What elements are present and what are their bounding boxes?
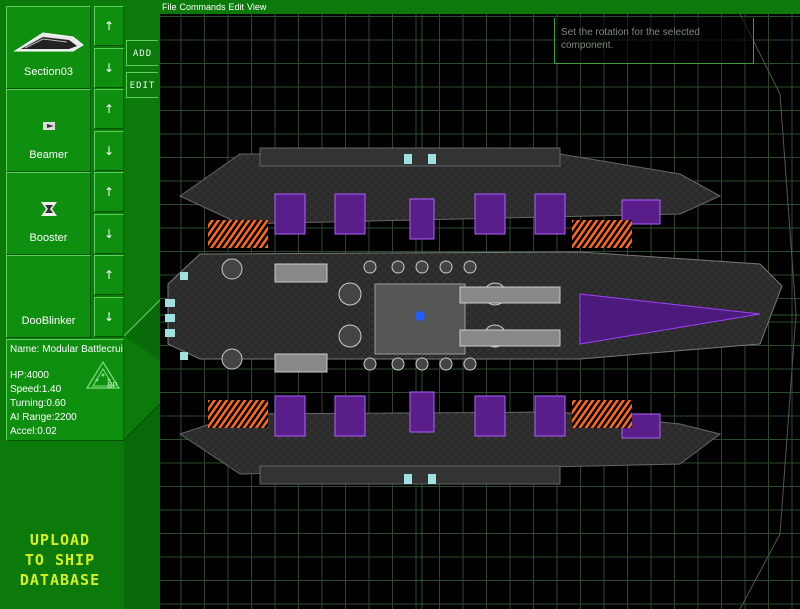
component-booster-button[interactable]: Booster: [6, 172, 91, 255]
stat-speed: Speed:1.40: [10, 384, 62, 395]
blinker-icon: [7, 274, 90, 310]
upload-line-1: UPLOAD: [29, 531, 91, 549]
tab-add[interactable]: ADD: [126, 40, 158, 66]
move-down-button[interactable]: ↓: [94, 297, 124, 337]
component-label: Section03: [24, 66, 73, 78]
hull-section-icon: [7, 25, 90, 61]
sensor-pods: [165, 154, 436, 484]
ship-editor-canvas[interactable]: Set the rotation for the selected compon…: [160, 14, 800, 609]
tab-edit[interactable]: EDIT: [126, 72, 158, 98]
blueprint-badge-icon: BP: [83, 360, 123, 390]
ship-stats-panel: Name: Modular Battlecruiser Mk HP:4000 S…: [6, 339, 124, 441]
component-item: Booster ↑ ↓: [6, 172, 124, 255]
upload-line-3: DATABASE: [19, 571, 101, 589]
move-down-button[interactable]: ↓: [94, 131, 124, 171]
component-item: Section03 ↑ ↓: [6, 6, 124, 89]
component-beamer-button[interactable]: Beamer: [6, 89, 91, 172]
component-label: Beamer: [29, 149, 68, 161]
menu-file[interactable]: File: [162, 2, 177, 12]
stat-accel: Accel:0.02: [10, 426, 57, 437]
upload-line-2: TO SHIP: [24, 551, 96, 569]
component-label: Booster: [29, 232, 68, 244]
component-dooblinker-button[interactable]: DooBlinker: [6, 255, 91, 338]
upload-to-ship-database-button[interactable]: UPLOAD TO SHIP DATABASE: [10, 530, 110, 590]
reorder-controls: ↑ ↓: [94, 6, 124, 89]
orange-thrusters: [208, 220, 632, 428]
reorder-controls: ↑ ↓: [94, 255, 124, 338]
menu-view[interactable]: View: [247, 2, 267, 12]
component-sidebar: Section03 ↑ ↓ Beamer ↑ ↓: [0, 0, 160, 609]
move-up-button[interactable]: ↑: [94, 89, 124, 129]
ship-name: Name: Modular Battlecruiser Mk: [10, 344, 123, 355]
component-item: DooBlinker ↑ ↓: [6, 255, 124, 338]
rotation-tooltip: Set the rotation for the selected compon…: [554, 18, 754, 64]
reorder-controls: ↑ ↓: [94, 172, 124, 255]
component-section03-button[interactable]: Section03: [6, 6, 91, 89]
menu-edit[interactable]: Edit: [228, 2, 245, 12]
beamer-icon: [7, 108, 90, 144]
component-item: Beamer ↑ ↓: [6, 89, 124, 172]
svg-text:BP: BP: [107, 381, 117, 390]
component-label: DooBlinker: [21, 315, 76, 327]
move-up-button[interactable]: ↑: [94, 255, 124, 295]
ship-blueprint: [165, 147, 783, 485]
sidebar-bevel: [124, 299, 160, 609]
booster-icon: [7, 191, 90, 227]
component-list: Section03 ↑ ↓ Beamer ↑ ↓: [6, 6, 124, 338]
move-up-button[interactable]: ↑: [94, 172, 124, 212]
move-up-button[interactable]: ↑: [94, 6, 124, 46]
move-down-button[interactable]: ↓: [94, 48, 124, 88]
stat-ai-range: AI Range:2200: [10, 412, 77, 423]
move-down-button[interactable]: ↓: [94, 214, 124, 254]
stat-turning: Turning:0.60: [10, 398, 66, 409]
stat-hp: HP:4000: [10, 370, 49, 381]
reorder-controls: ↑ ↓: [94, 89, 124, 172]
menu-commands[interactable]: Commands: [179, 2, 226, 12]
purple-modules-upper: [274, 193, 661, 240]
purple-modules-lower: [274, 391, 661, 439]
vent-panels: [274, 263, 561, 373]
